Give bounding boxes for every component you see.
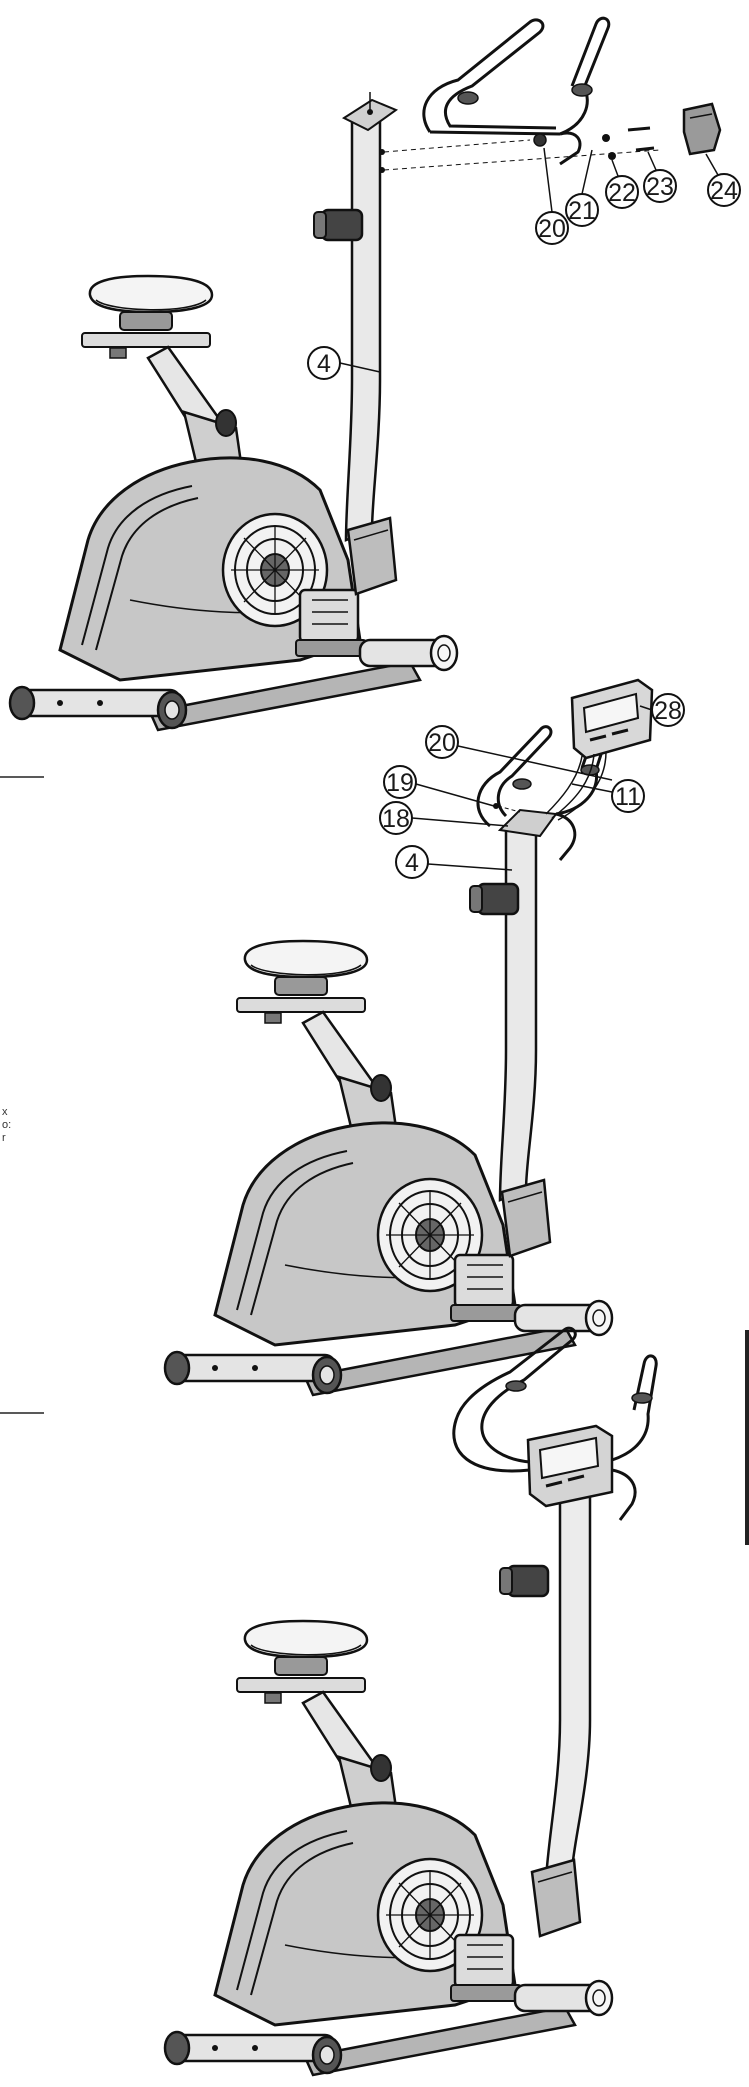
- svg-text:24: 24: [710, 177, 738, 205]
- part-label-4: 4: [395, 845, 513, 879]
- part-label-23: 23: [643, 151, 677, 203]
- part-label-18: 18: [379, 801, 509, 835]
- margin-text-fragment-2: o:: [2, 1119, 12, 1131]
- svg-text:11: 11: [615, 783, 641, 811]
- part-label-20: 20: [535, 147, 569, 245]
- part-label-24: 24: [705, 153, 741, 207]
- figure-2-bike-drawing: 28 20 11 19 18 4: [163, 678, 685, 1397]
- svg-text:20: 20: [538, 215, 566, 243]
- svg-text:4: 4: [317, 350, 331, 378]
- part-label-22: 22: [605, 159, 639, 209]
- svg-text:18: 18: [382, 805, 410, 833]
- part-label-19: 19: [383, 765, 495, 807]
- part-label-21: 21: [565, 149, 599, 227]
- svg-text:19: 19: [386, 769, 414, 797]
- margin-text-fragment-1: x: [2, 1106, 8, 1118]
- part-label-28: 28: [639, 693, 685, 727]
- side-tab-bar: [745, 1330, 749, 1545]
- svg-text:21: 21: [568, 197, 596, 225]
- svg-text:23: 23: [646, 173, 674, 201]
- figure-3-assembled-bike: [163, 1326, 658, 2077]
- part-label-20: 20: [425, 725, 613, 781]
- svg-text:28: 28: [654, 697, 682, 725]
- margin-text-fragment-3: r: [2, 1132, 6, 1144]
- svg-text:20: 20: [428, 729, 456, 757]
- figure-1-bike-drawing: 4 20 21 22 23 24: [8, 16, 741, 732]
- part-label-4: 4: [307, 346, 381, 380]
- svg-text:22: 22: [608, 179, 636, 207]
- svg-text:4: 4: [405, 849, 419, 877]
- part-label-11: 11: [571, 779, 645, 813]
